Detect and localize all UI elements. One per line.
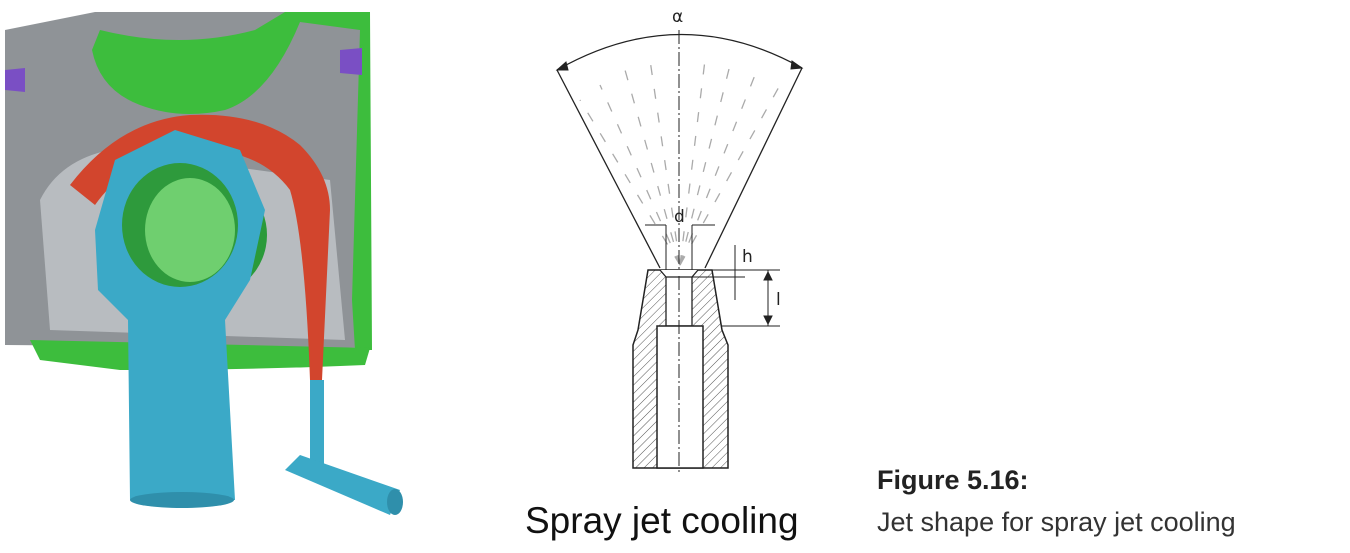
- angle-arc: [556, 33, 803, 71]
- fan-edge-left: [556, 69, 661, 269]
- alpha-label: α: [672, 7, 683, 27]
- l-label: l: [776, 290, 781, 310]
- piston-ring-left: [5, 68, 25, 92]
- h-label: h: [742, 247, 753, 267]
- piston-ring-right: [340, 48, 362, 75]
- fan-edge-right: [704, 67, 803, 269]
- connecting-rod: [95, 130, 265, 508]
- nozzle-diagram: [555, 30, 804, 472]
- nozzle-large-bore: [656, 325, 704, 469]
- piston-illustration: [5, 12, 403, 515]
- figure-title: Jet shape for spray jet cooling: [877, 507, 1236, 537]
- piston-crown-green: [92, 12, 372, 350]
- d-label: d: [674, 207, 685, 227]
- spray-caption: Spray jet cooling: [525, 500, 799, 541]
- figure-number: Figure 5.16:: [877, 465, 1029, 495]
- spray-droplets: [579, 59, 781, 266]
- oil-spray-nozzle: [285, 380, 403, 515]
